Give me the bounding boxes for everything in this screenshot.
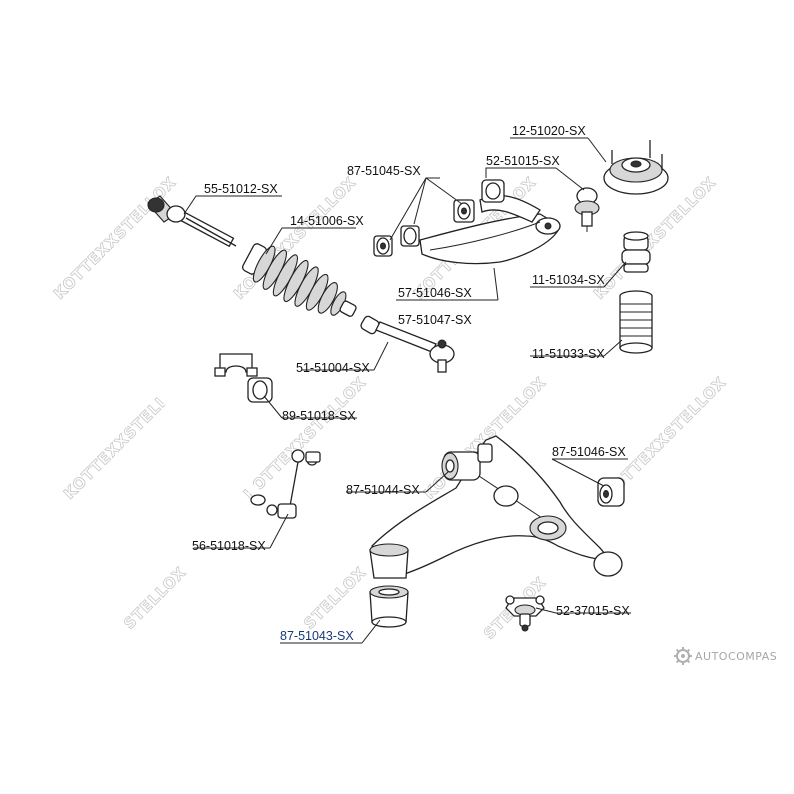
- watermark-text: KOTTEXX: [60, 430, 133, 503]
- label-52-37015-sx[interactable]: 52-37015-SX: [556, 604, 630, 618]
- bump-stop: [621, 231, 651, 273]
- label-56-51018-sx[interactable]: 56-51018-SX: [192, 539, 266, 553]
- watermark-text: STELLOX: [290, 173, 360, 243]
- steering-boot: [242, 243, 357, 317]
- label-52-51015-sx[interactable]: 52-51015-SX: [486, 154, 560, 168]
- tie-rod-end: [360, 315, 455, 373]
- upper-arm-bushings: [373, 199, 475, 257]
- label-87-51044-sx[interactable]: 87-51044-SX: [346, 483, 420, 497]
- watermark-text: STELLOX: [300, 563, 370, 633]
- label-57-51046-sx[interactable]: 57-51046-SX: [398, 286, 472, 300]
- lower-ball-joint: [505, 595, 545, 632]
- lower-arm-front-bushing: [441, 443, 493, 481]
- watermark-text: STELLOX: [480, 373, 550, 443]
- label-51-51004-sx[interactable]: 51-51004-SX: [296, 361, 370, 375]
- label-11-51033-sx[interactable]: 11-51033-SX: [532, 347, 605, 361]
- lower-arm-housing: [369, 543, 409, 579]
- lower-arm-rear-big-bushing: [369, 585, 409, 628]
- label-87-51045-sx[interactable]: 87-51045-SX: [347, 164, 421, 178]
- label-89-51018-sx[interactable]: 89-51018-SX: [282, 409, 356, 423]
- stabilizer-bar: [127, 364, 270, 506]
- part-labels: 55-51012-SX 14-51006-SX 87-51045-SX 52-5…: [192, 124, 630, 643]
- dust-boot: [619, 290, 653, 354]
- inner-tie-rod: [147, 195, 237, 248]
- strut-mount: [603, 140, 669, 195]
- autocompas-logo-text: AUTOCOMPAS: [695, 650, 777, 663]
- label-14-51006-sx[interactable]: 14-51006-SX: [290, 214, 364, 228]
- label-57-51047-sx[interactable]: 57-51047-SX: [398, 313, 472, 327]
- label-87-51046-sx[interactable]: 87-51046-SX: [552, 445, 626, 459]
- gear-icon: [674, 647, 692, 665]
- label-87-51043-sx[interactable]: 87-51043-SX: [280, 629, 354, 643]
- label-12-51020-sx[interactable]: 12-51020-SX: [512, 124, 586, 138]
- label-11-51034-sx[interactable]: 11-51034-SX: [532, 273, 605, 287]
- lower-arm-rear-bushing: [597, 477, 625, 507]
- stabilizer-link: [266, 449, 321, 519]
- leader-lines: [183, 137, 631, 644]
- autocompas-logo: AUTOCOMPAS: [674, 647, 777, 665]
- watermark-text: STELLOX: [120, 563, 190, 633]
- watermark-text: STELLOX: [300, 373, 370, 443]
- lower-control-arm: [371, 435, 623, 577]
- upper-ball-joint: [574, 187, 600, 232]
- upper-control-arm: [419, 179, 561, 265]
- watermark-text: KOTTEXX: [50, 230, 123, 303]
- stabilizer-bushing-bracket: [214, 353, 273, 403]
- watermark-text: STELLOX: [660, 373, 730, 443]
- label-55-51012-sx[interactable]: 55-51012-SX: [204, 182, 278, 196]
